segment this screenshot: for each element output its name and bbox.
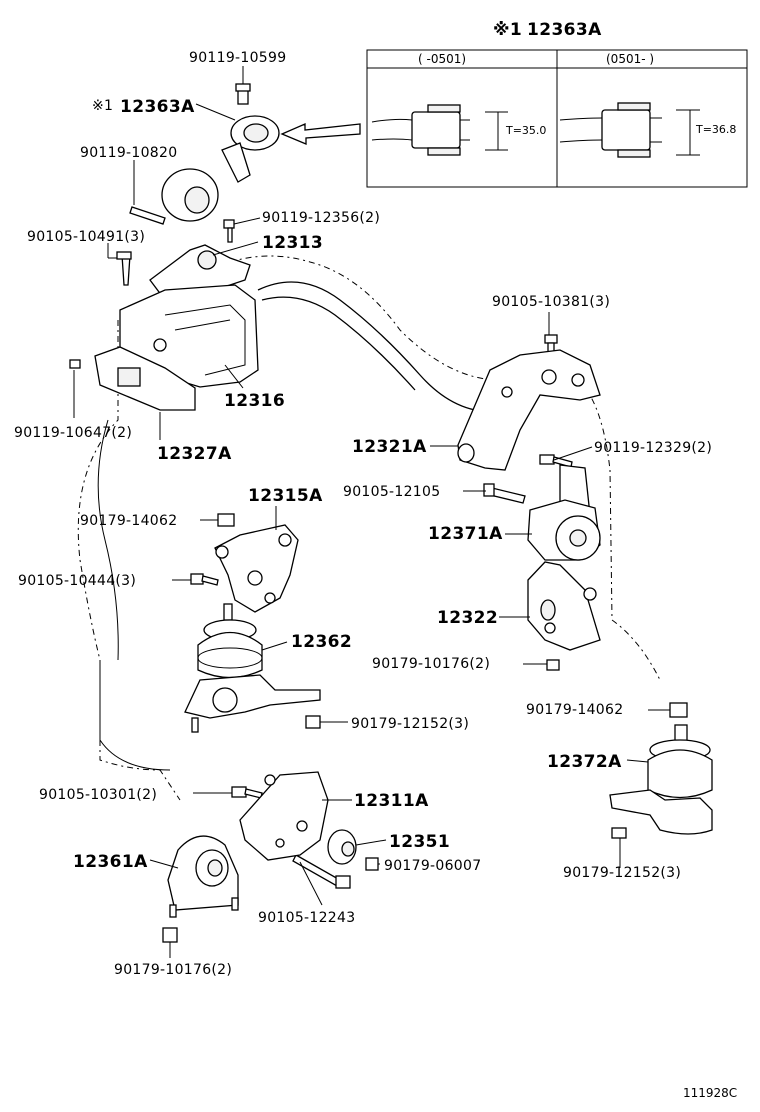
- label-12351: 12351: [389, 832, 450, 852]
- inset-col-right: (0501- ): [606, 52, 654, 66]
- label-12316: 12316: [224, 391, 285, 411]
- leader-lines: [73, 66, 670, 958]
- inset-title-mark: ※1: [493, 20, 522, 40]
- label-90105-12105: 90105-12105: [343, 484, 440, 500]
- inset-col-left: ( -0501): [418, 52, 466, 66]
- bolts: [69, 206, 688, 943]
- part-12313-12316-12327A: [94, 244, 259, 411]
- label-90179-10176-mid: 90179-10176(2): [372, 656, 490, 672]
- label-90179-14062-left: 90179-14062: [80, 513, 177, 529]
- label-12361A: 12361A: [73, 852, 148, 872]
- label-90179-12152-right: 90179-12152(3): [563, 865, 681, 881]
- label-90105-10381: 90105-10381(3): [492, 294, 610, 310]
- callout-labels: 90119-10599 ※1 12363A 90119-10820 90119-…: [14, 50, 737, 1100]
- part-12311A-12351: [239, 771, 357, 865]
- label-12371A: 12371A: [428, 524, 503, 544]
- inset-table: ※1 12363A ( -0501) (0501- ) T=35.0 T=36.…: [366, 20, 748, 188]
- label-90179-12152-mid: 90179-12152(3): [351, 716, 469, 732]
- label-90105-10301: 90105-10301(2): [39, 787, 157, 803]
- label-90119-10647: 90119-10647(2): [14, 425, 132, 441]
- label-90179-14062-right: 90179-14062: [526, 702, 623, 718]
- part-12372A: [609, 724, 713, 835]
- label-12313: 12313: [262, 233, 323, 253]
- inset-left-thickness: T=35.0: [505, 124, 546, 137]
- label-12362: 12362: [291, 632, 352, 652]
- label-90179-10176-bottom: 90179-10176(2): [114, 962, 232, 978]
- label-90119-12356: 90119-12356(2): [262, 210, 380, 226]
- label-12372A: 12372A: [547, 752, 622, 772]
- part-12362: [184, 603, 321, 733]
- label-12327A: 12327A: [157, 444, 232, 464]
- part-12321A: [457, 349, 601, 471]
- label-90179-06007: 90179-06007: [384, 858, 481, 874]
- label-90119-10820: 90119-10820: [80, 145, 177, 161]
- label-12322: 12322: [437, 608, 498, 628]
- part-12371A: [527, 464, 601, 561]
- label-90105-10491: 90105-10491(3): [27, 229, 145, 245]
- label-12311A: 12311A: [354, 791, 429, 811]
- part-12322: [527, 561, 601, 651]
- label-12315A: 12315A: [248, 486, 323, 506]
- pointer-arrow: [280, 123, 361, 145]
- part-12361A: [167, 835, 239, 918]
- label-90119-12329: 90119-12329(2): [594, 440, 712, 456]
- part-12315A: [214, 524, 299, 613]
- inset-right-thickness: T=36.8: [695, 123, 736, 136]
- label-12363A-mark: ※1: [92, 98, 113, 114]
- part-12363A: [161, 83, 280, 222]
- diagram-code: 111928C: [683, 1086, 737, 1100]
- label-90105-10444: 90105-10444(3): [18, 573, 136, 589]
- label-90105-12243: 90105-12243: [258, 910, 355, 926]
- inset-title-part: 12363A: [527, 20, 602, 40]
- engine-outline: [77, 255, 661, 801]
- label-90119-10599: 90119-10599: [189, 50, 286, 66]
- label-12363A: 12363A: [120, 97, 195, 117]
- label-12321A: 12321A: [352, 437, 427, 457]
